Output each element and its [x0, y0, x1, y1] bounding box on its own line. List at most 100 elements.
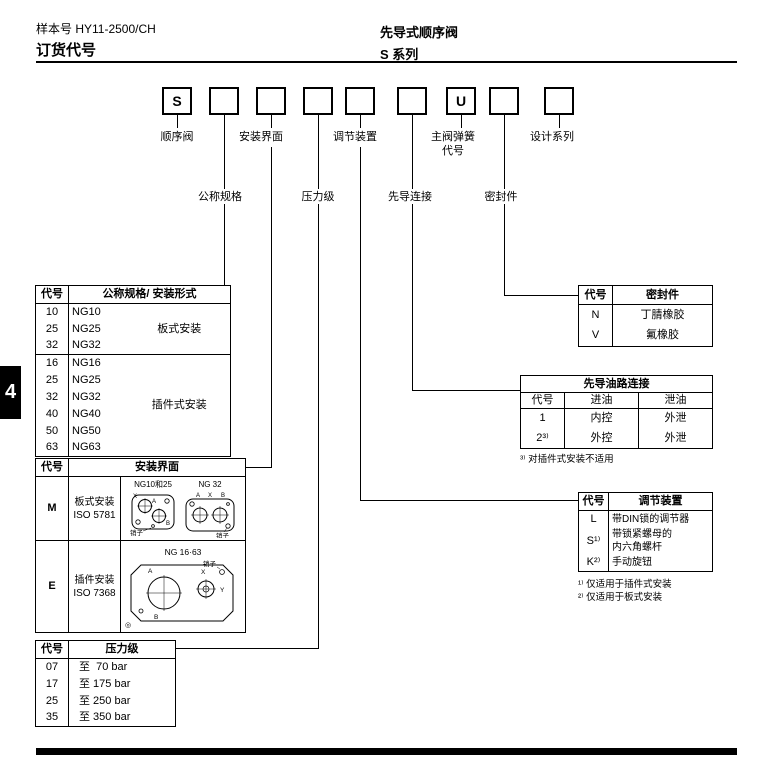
adjustment-device-table: 代号 调节装置 L 带DIN锁的调节器 S¹⁾ 带锁紧螺母的 内六角螺杆 K²⁾…	[578, 492, 713, 572]
label-mounting-interface: 安装界面	[239, 131, 283, 143]
connector-line	[412, 390, 520, 391]
product-title: 先导式顺序阀	[380, 25, 459, 40]
label-design-series: 设计系列	[530, 131, 574, 143]
seal-code-cell: V	[578, 325, 613, 347]
port-label-a: A	[152, 499, 156, 505]
port-label-b: B	[166, 521, 170, 527]
code-box-seals	[489, 87, 519, 115]
mounting-pattern-drawing: A X B 销子	[185, 493, 235, 538]
connector-line	[318, 115, 319, 189]
mounting-diagram-ng32: NG 32 A	[183, 480, 237, 538]
size-ng-cell: NG25	[72, 322, 101, 335]
pin-label: 销子	[203, 559, 217, 568]
code-box-adjustment-device	[345, 87, 375, 115]
size-code-cell: 25	[35, 371, 69, 389]
size-code-cell: 63	[35, 439, 69, 457]
size-code-cell: 50	[35, 422, 69, 440]
port-label-a: A	[148, 568, 153, 575]
size-ng-cell: NG40	[72, 407, 101, 420]
connector-line	[504, 295, 578, 296]
series-label: S 系列	[380, 47, 419, 62]
mounting-interface-table: 代号 安装界面 M 板式安装 ISO 5781 NG10和25	[35, 458, 246, 633]
pilot-footnote: ³⁾ 对插件式安装不适用	[520, 454, 614, 465]
pilot-in-cell: 内控	[564, 408, 639, 429]
pressure-rating-table: 代号 压力级 07 至 70 bar 17 至 175 bar 25 至 250…	[35, 640, 176, 727]
pressure-col-desc-header: 压力级	[68, 640, 176, 659]
size-col-code-header: 代号	[35, 285, 69, 304]
seal-value-cell: 氟橡胶	[646, 329, 679, 342]
connector-line	[360, 500, 578, 501]
interface-code-e: E	[35, 540, 69, 633]
connector-line	[245, 467, 272, 468]
size-ng-cell: NG25	[72, 373, 101, 386]
doc-number: 样本号 HY11-2500/CH	[36, 22, 156, 36]
label-pressure-rating: 压力级	[301, 191, 335, 203]
port-label-b: B	[221, 493, 225, 499]
label-seals: 密封件	[484, 191, 518, 203]
port-label-x: X	[201, 569, 206, 576]
mounting-diagram-ng16-63: NG 16·63 A B	[124, 547, 242, 628]
nominal-size-table: 代号 公称规格/ 安装形式 10 NG10 板式安装 25 NG25 32 NG…	[35, 285, 231, 457]
size-code-cell: 10	[35, 303, 69, 321]
connector-line	[175, 648, 319, 649]
interface-col-code-header: 代号	[35, 458, 69, 477]
code-box-pressure-rating	[303, 87, 333, 115]
connector-line	[360, 147, 361, 501]
adjust-code-cell: S¹⁾	[578, 527, 609, 555]
connector-line	[504, 115, 505, 189]
adjust-footnote-1: ¹⁾ 仅适用于插件式安装	[578, 579, 672, 590]
size-mount-plate-cell: 板式安装	[157, 322, 202, 335]
port-label-b: B	[154, 614, 158, 621]
pressure-code-cell: 17	[35, 675, 69, 693]
interface-desc-m: 板式安装 ISO 5781	[68, 476, 121, 541]
pilot-drain-cell: 外泄	[664, 431, 687, 444]
connector-line	[318, 204, 319, 649]
label-pilot-connection: 先导连接	[388, 191, 432, 203]
code-box-pilot-connection	[397, 87, 427, 115]
header-center: 先导式顺序阀 S 系列	[380, 22, 458, 63]
connector-line	[504, 204, 505, 296]
size-ng-cell: NG50	[72, 424, 101, 437]
code-box-nominal-size	[209, 87, 239, 115]
label-sequence-valve: 顺序阀	[160, 131, 194, 143]
size-ng-cell: NG16	[68, 354, 129, 372]
code-box-mounting-interface	[256, 87, 286, 115]
diagram-title: NG 32	[198, 479, 222, 489]
size-ng-cell: NG32	[72, 390, 101, 403]
mounting-pattern-drawing: X A B 销子	[130, 494, 175, 536]
size-code-cell: 40	[35, 405, 69, 423]
pilot-code-cell: 2³⁾	[520, 428, 565, 449]
datum-symbol: ◎	[125, 622, 131, 628]
size-code-cell: 16	[35, 354, 69, 372]
seal-code-cell: N	[578, 304, 613, 326]
port-label-a: A	[196, 493, 200, 499]
adjust-col-code-header: 代号	[578, 492, 609, 511]
port-label-y: Y	[220, 587, 225, 594]
adjust-footnote-2: ²⁾ 仅适用于板式安装	[578, 592, 663, 603]
pilot-code-cell: 1	[520, 408, 565, 429]
interface-col-desc-header: 安装界面	[68, 458, 246, 477]
connector-line	[271, 147, 272, 468]
connector-line	[224, 115, 225, 189]
connector-line	[559, 115, 560, 128]
adjust-col-desc-header: 调节装置	[608, 492, 713, 511]
header-rule	[36, 61, 737, 63]
pilot-col-code-header: 代号	[520, 392, 565, 409]
pressure-code-cell: 07	[35, 658, 69, 676]
diagram-title: NG10和25	[134, 479, 172, 489]
label-main-spring: 主阀弹簧 代号	[431, 131, 475, 157]
pressure-code-cell: 25	[35, 692, 69, 710]
connector-line	[461, 115, 462, 128]
pressure-col-code-header: 代号	[35, 640, 69, 659]
adjust-code-cell: L	[578, 510, 609, 528]
connector-line	[360, 115, 361, 128]
pressure-value-cell: 至 70 bar	[79, 660, 128, 673]
seal-col-desc-header: 密封件	[612, 285, 713, 305]
mounting-pattern-drawing: A B X Y 销子 ◎	[125, 559, 234, 628]
size-code-cell: 32	[35, 337, 69, 355]
port-label-x: X	[133, 494, 137, 500]
size-code-cell: 25	[35, 320, 69, 338]
seal-col-code-header: 代号	[578, 285, 613, 305]
size-ng-cell: NG32	[72, 339, 101, 352]
pilot-col-in-header: 进油	[564, 392, 639, 409]
